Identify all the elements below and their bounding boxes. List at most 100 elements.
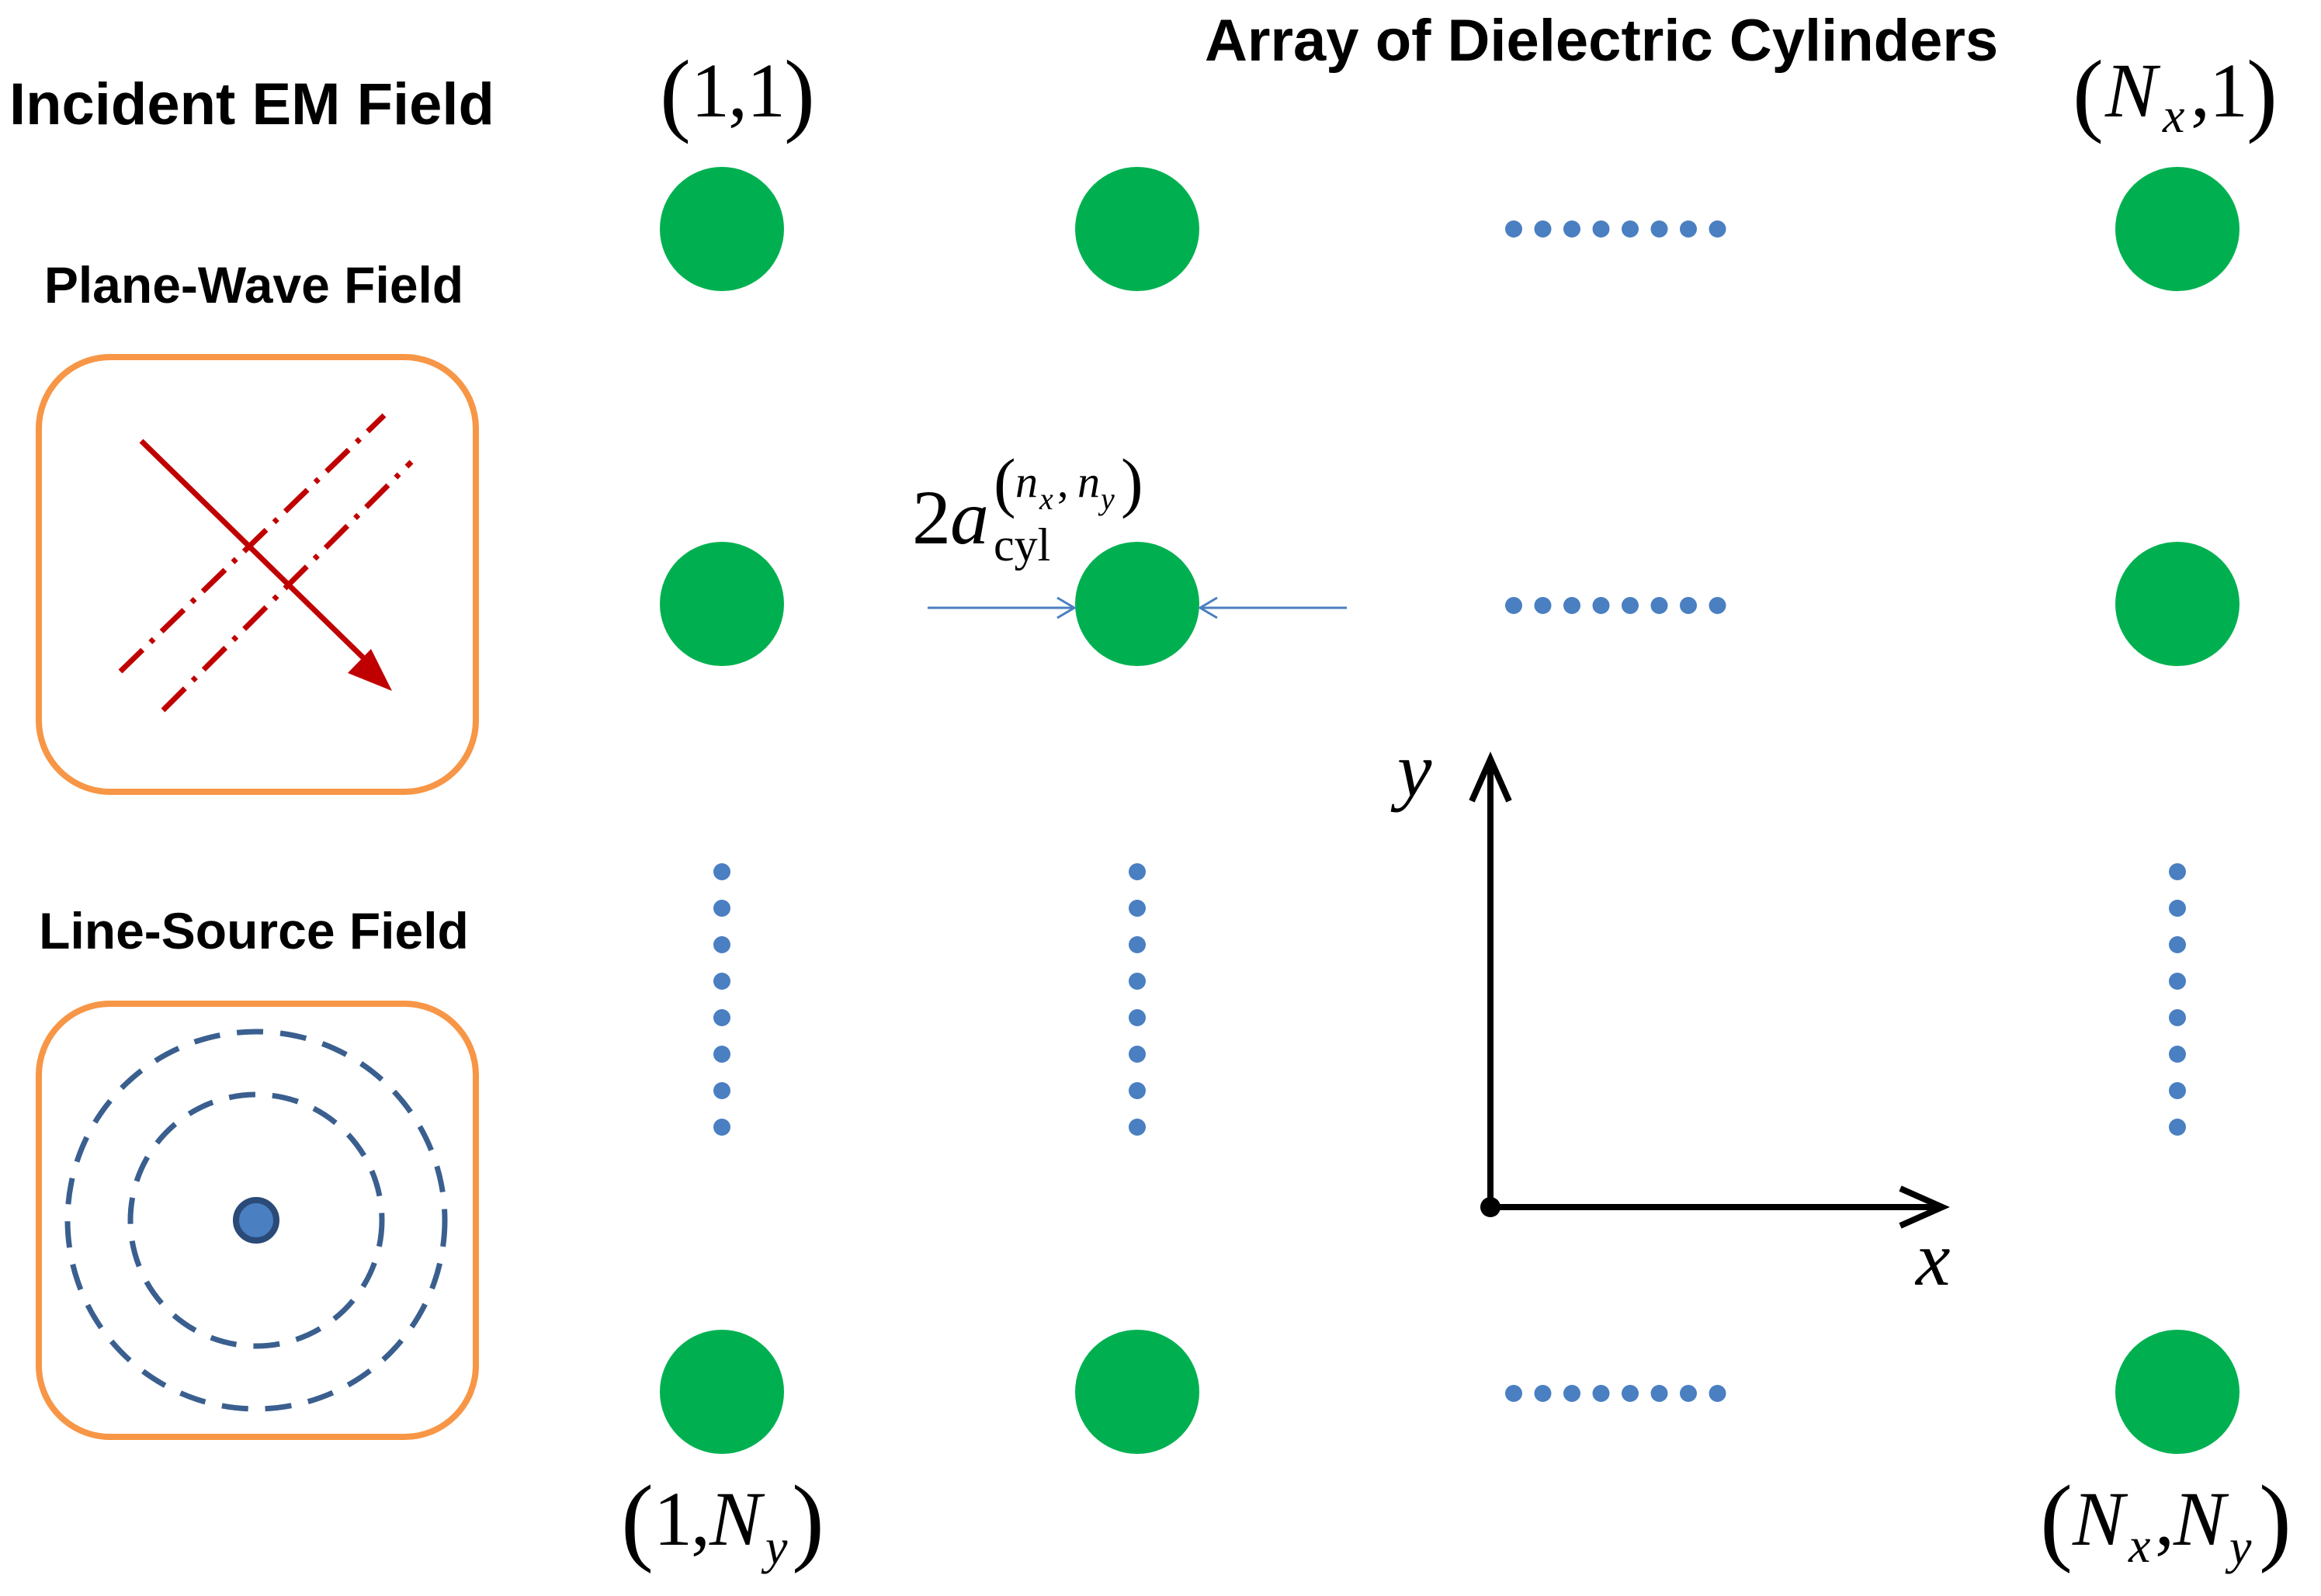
index-label-bottom-left: ( 1 , N y ) [621, 1466, 824, 1574]
diameter-coefficient: 2 [912, 474, 951, 560]
dimension-arrowhead-right [1198, 596, 1218, 619]
ellipsis-dot-col2-6 [1129, 1046, 1146, 1063]
ellipsis-dot-col1-4 [713, 973, 730, 990]
ellipsis-dot-row3-3 [1563, 1385, 1580, 1402]
index-top-right-close: ) [2246, 41, 2278, 144]
index-bottom-right-first-sub: x [2128, 1518, 2150, 1573]
ellipsis-dot-col1-5 [713, 1009, 730, 1026]
ellipsis-dot-row3-2 [1534, 1385, 1552, 1402]
index-label-top-left: ( 1 , 1 ) [660, 41, 815, 144]
line-source-point [233, 1197, 279, 1244]
ellipsis-dot-col2-3 [1129, 936, 1146, 953]
index-bottom-right-second: N [2173, 1476, 2229, 1562]
superscript-n2-sub: y [1098, 481, 1115, 516]
cylinder-nx-2 [2115, 542, 2239, 666]
ellipsis-dot-col3-3 [2169, 936, 2186, 953]
ellipsis-dot-row1-4 [1592, 220, 1610, 238]
index-top-right-first-sub: x [2162, 88, 2184, 143]
cylinder-array [660, 167, 2239, 1454]
ellipsis-dot-row1-2 [1534, 220, 1552, 238]
cylinder-1-2 [660, 542, 784, 666]
index-bottom-right-second-sub: y [2225, 1519, 2252, 1574]
plane-wave-heading: Plane-Wave Field [44, 256, 463, 314]
cylinder-2-1 [1075, 167, 1199, 291]
ellipsis-dot-row2-6 [1650, 597, 1668, 614]
ellipsis-dot-row2-3 [1563, 597, 1580, 614]
ellipsis-dot-row1-6 [1650, 220, 1668, 238]
x-axis-label: x [1914, 1216, 1950, 1302]
ellipsis-dot-row1-8 [1709, 220, 1726, 238]
index-top-left-second: 1 [747, 47, 786, 134]
index-bottom-left-comma: , [691, 1476, 710, 1562]
line-source-wave-inner [127, 1091, 385, 1349]
ellipsis-dot-row1-7 [1680, 220, 1697, 238]
line-source-heading: Line-Source Field [39, 902, 469, 959]
index-top-left-first: 1 [691, 47, 730, 134]
ellipsis-dot-col1-3 [713, 936, 730, 953]
index-top-right-open: ( [2073, 41, 2104, 144]
ellipsis-dot-col3-8 [2169, 1119, 2186, 1136]
ellipsis-dot-col2-5 [1129, 1009, 1146, 1026]
ellipsis-dot-col1-8 [713, 1119, 730, 1136]
plane-wave-propagation-line [139, 439, 377, 671]
ellipsis-dot-row3-4 [1592, 1385, 1610, 1402]
ellipsis-dot-row3-8 [1709, 1385, 1726, 1402]
index-bottom-left-close: ) [792, 1466, 824, 1574]
index-top-right-first: N [2104, 47, 2161, 134]
ellipsis-dot-row1-1 [1505, 220, 1522, 238]
x-axis-arrowhead [1899, 1185, 1950, 1229]
plane-wave-arrowhead [348, 649, 392, 691]
ellipsis-dot-row2-4 [1592, 597, 1610, 614]
index-bottom-right-close: ) [2259, 1466, 2292, 1574]
superscript-n1-sub: x [1039, 481, 1053, 516]
index-bottom-left-open: ( [621, 1466, 654, 1574]
diameter-subscript: cyl [994, 519, 1050, 571]
ellipsis-dot-row2-1 [1505, 597, 1522, 614]
plane-wave-panel-border [36, 354, 479, 795]
cylinder-2-2 [1075, 542, 1199, 666]
ellipsis-dot-row2-8 [1709, 597, 1726, 614]
ellipsis-dot-row2-7 [1680, 597, 1697, 614]
ellipsis-dot-col1-2 [713, 900, 730, 917]
ellipsis-dot-row1-3 [1563, 220, 1580, 238]
ellipsis-dot-col1-1 [713, 863, 730, 880]
ellipsis-dot-row3-5 [1622, 1385, 1639, 1402]
y-axis-arrowhead [1469, 751, 1512, 803]
ellipsis-dot-col3-4 [2169, 973, 2186, 990]
ellipsis-dot-col3-2 [2169, 900, 2186, 917]
cylinder-2-ny [1075, 1330, 1199, 1454]
index-bottom-left-second: N [709, 1476, 765, 1562]
array-heading: Array of Dielectric Cylinders [1205, 8, 1998, 74]
index-bottom-right-comma: , [2155, 1476, 2174, 1562]
index-label-bottom-right: ( N x , N y ) [2040, 1466, 2292, 1574]
plane-wave-panel [36, 354, 479, 795]
ellipsis-dots [713, 220, 2186, 1402]
ellipsis-dot-col2-2 [1129, 900, 1146, 917]
ellipsis-dot-col2-4 [1129, 973, 1146, 990]
superscript-open: ( [994, 445, 1016, 519]
index-top-left-open: ( [660, 41, 691, 144]
index-top-left-close: ) [784, 41, 815, 144]
index-top-left-comma: , [728, 47, 748, 134]
diameter-dimension [928, 596, 1347, 619]
ellipsis-dot-row1-5 [1622, 220, 1639, 238]
ellipsis-dot-col2-8 [1129, 1119, 1146, 1136]
ellipsis-dot-row3-6 [1650, 1385, 1668, 1402]
ellipsis-dot-col1-7 [713, 1082, 730, 1099]
cylinder-diameter-label: 2 a cyl ( n x , n y ) [912, 445, 1143, 571]
ellipsis-dot-row3-1 [1505, 1385, 1522, 1402]
ellipsis-dot-col1-6 [713, 1046, 730, 1063]
coordinate-axes: y x [1390, 727, 1950, 1302]
ellipsis-dot-col3-6 [2169, 1046, 2186, 1063]
incident-field-heading: Incident EM Field [9, 71, 494, 137]
index-top-right-comma: , [2191, 47, 2210, 134]
cylinder-1-ny [660, 1330, 784, 1454]
index-bottom-left-second-sub: y [761, 1519, 788, 1574]
ellipsis-dot-col2-1 [1129, 863, 1146, 880]
axes-origin [1480, 1197, 1500, 1217]
ellipsis-dot-col3-5 [2169, 1009, 2186, 1026]
ellipsis-dot-col3-7 [2169, 1082, 2186, 1099]
index-label-top-right: ( N x , 1 ) [2073, 41, 2278, 144]
index-bottom-left-first: 1 [654, 1476, 692, 1562]
